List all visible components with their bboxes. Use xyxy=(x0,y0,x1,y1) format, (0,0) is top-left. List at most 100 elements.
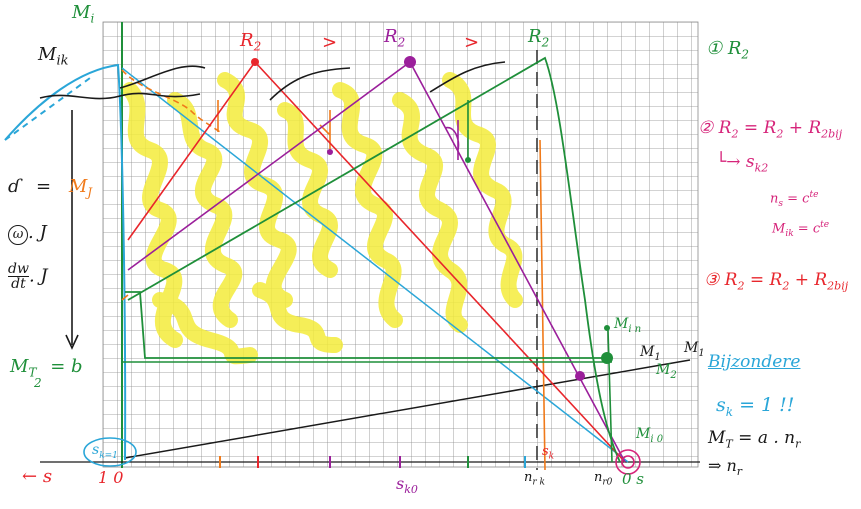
dw-text: dw xyxy=(8,261,29,277)
nr-dir-text: ⇒ n xyxy=(708,456,737,475)
r2-label-green: R2 xyxy=(528,26,549,50)
nr-k-sub: r k xyxy=(532,477,545,488)
purple-dot xyxy=(327,149,333,155)
note-2-mik: Mik = cte xyxy=(772,220,829,239)
mt-eq-b: MT = b xyxy=(10,356,83,380)
sk1-sub: k=1 xyxy=(99,450,118,461)
mj-sub: J xyxy=(87,185,93,200)
note-1-sub: 2 xyxy=(741,47,750,62)
note-3-text: ③ R xyxy=(704,270,738,290)
note-3-plus-sub: 2bij xyxy=(827,279,849,293)
nr-dir-sub: r xyxy=(736,465,743,479)
mi0-label: Mi 0 xyxy=(636,426,663,445)
mt-eq-sub: T xyxy=(725,437,733,451)
mik-sub: ik xyxy=(56,53,69,69)
note-2-ms-sup: te xyxy=(809,190,819,200)
arrow-2: > xyxy=(464,32,480,53)
mt-b-rhs: = b xyxy=(50,356,83,377)
sk-red-label: sk xyxy=(542,444,554,462)
note-2-arrow-sub: k2 xyxy=(754,161,769,175)
mi-n-label: Mi n xyxy=(614,316,641,335)
mj-label: ɗ = MJ xyxy=(8,176,93,200)
sk1-text: s xyxy=(92,442,100,458)
purple-peak xyxy=(404,56,416,68)
note-2-mik-sup: te xyxy=(820,220,830,230)
green-vertical xyxy=(467,100,613,463)
m2-label: M2 xyxy=(656,362,677,381)
note-2-ms-sub: s xyxy=(778,198,783,209)
x-ticks xyxy=(219,456,526,468)
dwdt-j-text: . J xyxy=(28,265,48,287)
note-2-rhs-sub: 2 xyxy=(776,127,784,141)
note-2-ms-text: n xyxy=(770,191,779,207)
mt-eq-text: M xyxy=(708,428,726,448)
m1-text: M xyxy=(640,344,655,360)
note-1-text: ① R xyxy=(706,38,742,59)
note-2-mik-sub: ik xyxy=(785,228,794,239)
mt-b-sub2: 2 xyxy=(34,376,42,390)
note-2-mik-rhs: = c xyxy=(793,221,821,237)
bijzondere-heading: Bijzondere xyxy=(708,352,801,372)
purple-loop xyxy=(444,120,460,160)
black-arrow-head xyxy=(65,334,79,350)
m1-label: M1 xyxy=(640,344,661,363)
sk-eq-rhs: = 1 !! xyxy=(733,394,795,416)
dwdt-j: dw dt . J xyxy=(8,262,48,291)
sk-eq-sub: k xyxy=(725,404,734,419)
r2-red-sub: 2 xyxy=(253,39,262,54)
black-wavy xyxy=(39,92,201,100)
note-3: ③ R2 = R2 + R2bij xyxy=(704,270,848,292)
mt-eq-rhs-sub: r xyxy=(795,437,801,451)
s-left-text: s xyxy=(42,466,53,487)
note-2-ms-rhs: = c xyxy=(783,191,810,207)
note-1: ① R2 xyxy=(706,38,749,62)
sk-red-sub: k xyxy=(548,451,555,462)
r2-label-red: R2 xyxy=(240,30,261,54)
sk0-text: s xyxy=(396,474,405,493)
note-3-plus: + R xyxy=(789,270,828,290)
nr-k-text: n xyxy=(524,470,533,485)
note-2: ② R2 = R2 + R2bij xyxy=(698,118,842,140)
mt-b-text: M xyxy=(10,356,29,377)
note-2-sub: 2 xyxy=(731,127,739,141)
mt-eq-rhs: = a . n xyxy=(732,428,796,448)
note-2-text: ② R xyxy=(698,118,732,138)
y-axis-text: M xyxy=(72,2,91,23)
note-2-rhs: = R xyxy=(738,118,777,138)
green-dot-3 xyxy=(604,325,610,331)
nr-k-label: nr k xyxy=(524,470,545,488)
r2-purple-text: R xyxy=(384,26,398,47)
mik-text: M xyxy=(38,44,57,65)
mt-b-sub: T xyxy=(28,365,37,380)
mi-n-sub: i n xyxy=(628,323,642,335)
note-3-rhs-sub: 2 xyxy=(782,279,790,293)
zero-s-label: 0 s xyxy=(622,470,645,488)
green-dot-2 xyxy=(601,352,613,364)
sk0-label: sk0 xyxy=(396,474,418,496)
target-inner xyxy=(621,455,635,469)
y-axis-sub: i xyxy=(90,11,95,26)
arrow-1: > xyxy=(322,32,338,53)
mt-right-sub: 1 xyxy=(698,347,705,359)
green-step xyxy=(125,291,612,359)
dt-text: dt xyxy=(11,276,26,292)
mt-right-label: M1 xyxy=(684,340,705,359)
sk1-label: sk=1 xyxy=(92,442,118,461)
mi0-text: M xyxy=(636,426,651,442)
sk-eq-text: s xyxy=(716,394,726,416)
nr-dir: ⇒ nr xyxy=(708,456,742,478)
sk1-ellipse xyxy=(83,437,137,467)
note-2-arrow-text: └→ s xyxy=(716,152,755,172)
r2-purple-sub: 2 xyxy=(397,35,406,50)
s-left-label: ← s xyxy=(22,466,53,487)
one-zero-label: 1 0 xyxy=(98,468,124,487)
note-2-plus-sub: 2bij xyxy=(821,127,843,141)
mj-text: M xyxy=(68,176,88,197)
nr0-label: nr0 xyxy=(594,470,612,488)
mik-label: Mik xyxy=(38,44,68,69)
note-2-arrow: └→ sk2 xyxy=(716,152,768,174)
black-curves xyxy=(119,61,506,101)
y-axis-label: Mi xyxy=(72,2,94,26)
